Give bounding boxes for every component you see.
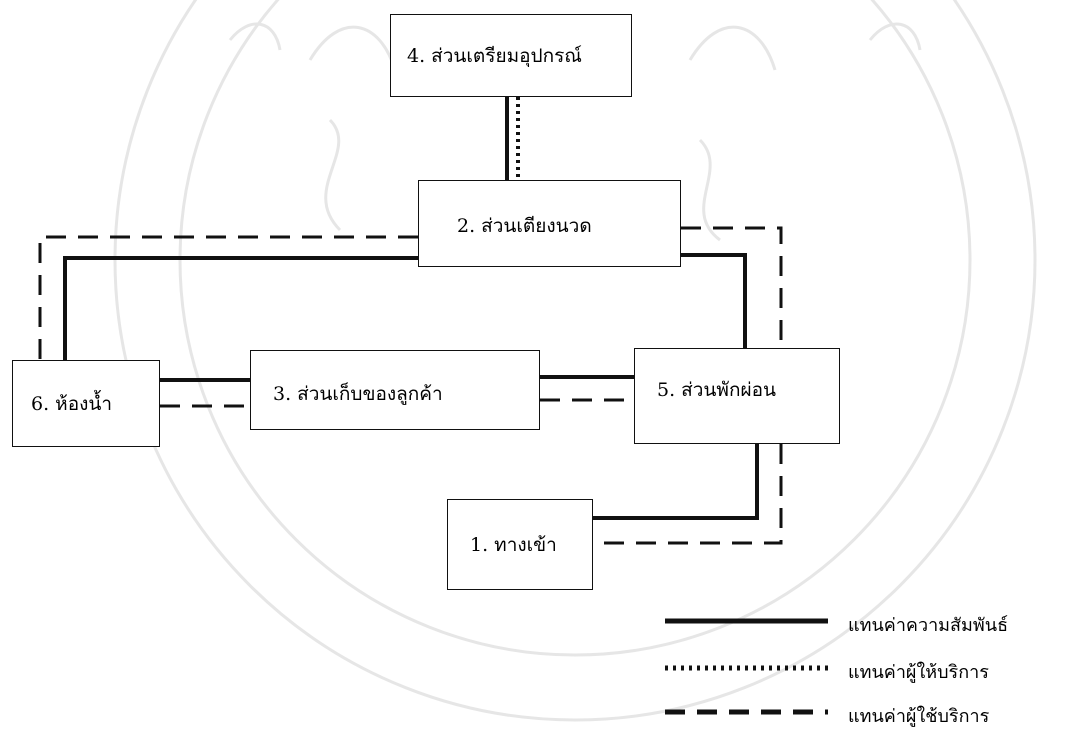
box-label: 3. ส่วนเก็บของลูกค้า: [273, 383, 443, 405]
box-restroom: 6. ห้องน้ำ: [12, 360, 160, 447]
solid-line-2-to-6: [63, 256, 418, 360]
box-equipment-prep: 4. ส่วนเตรียมอุปกรณ์: [390, 14, 632, 97]
dashed-line-5-to-1: [593, 444, 783, 545]
box-label: 4. ส่วนเตรียมอุปกรณ์: [407, 45, 582, 67]
dashed-line-2-to-5: [681, 226, 783, 348]
dashed-customer-lines: [38, 226, 783, 545]
box-massage-beds: 2. ส่วนเตียงนวด: [418, 180, 681, 267]
box-entrance: 1. ทางเข้า: [447, 499, 593, 590]
box-label: 2. ส่วนเตียงนวด: [457, 215, 592, 237]
solid-line-5-to-1: [593, 444, 759, 520]
box-customer-storage: 3. ส่วนเก็บของลูกค้า: [250, 350, 540, 430]
box-label: 6. ห้องน้ำ: [31, 392, 113, 415]
box-label: 5. ส่วนพักผ่อน: [657, 379, 776, 401]
dashed-line-2-to-6: [38, 235, 418, 360]
solid-line-2-to-5: [681, 253, 747, 348]
box-label: 1. ทางเข้า: [470, 533, 557, 556]
legend-label-dotted: แทนค่าผู้ให้บริการ: [848, 662, 989, 683]
box-rest-area: 5. ส่วนพักผ่อน: [634, 348, 840, 444]
solid-relationship-lines: [63, 97, 759, 520]
legend-label-dashed: แทนค่าผู้ใช้บริการ: [848, 706, 990, 727]
legend-label-solid: แทนค่าความสัมพันธ์: [848, 615, 1009, 636]
